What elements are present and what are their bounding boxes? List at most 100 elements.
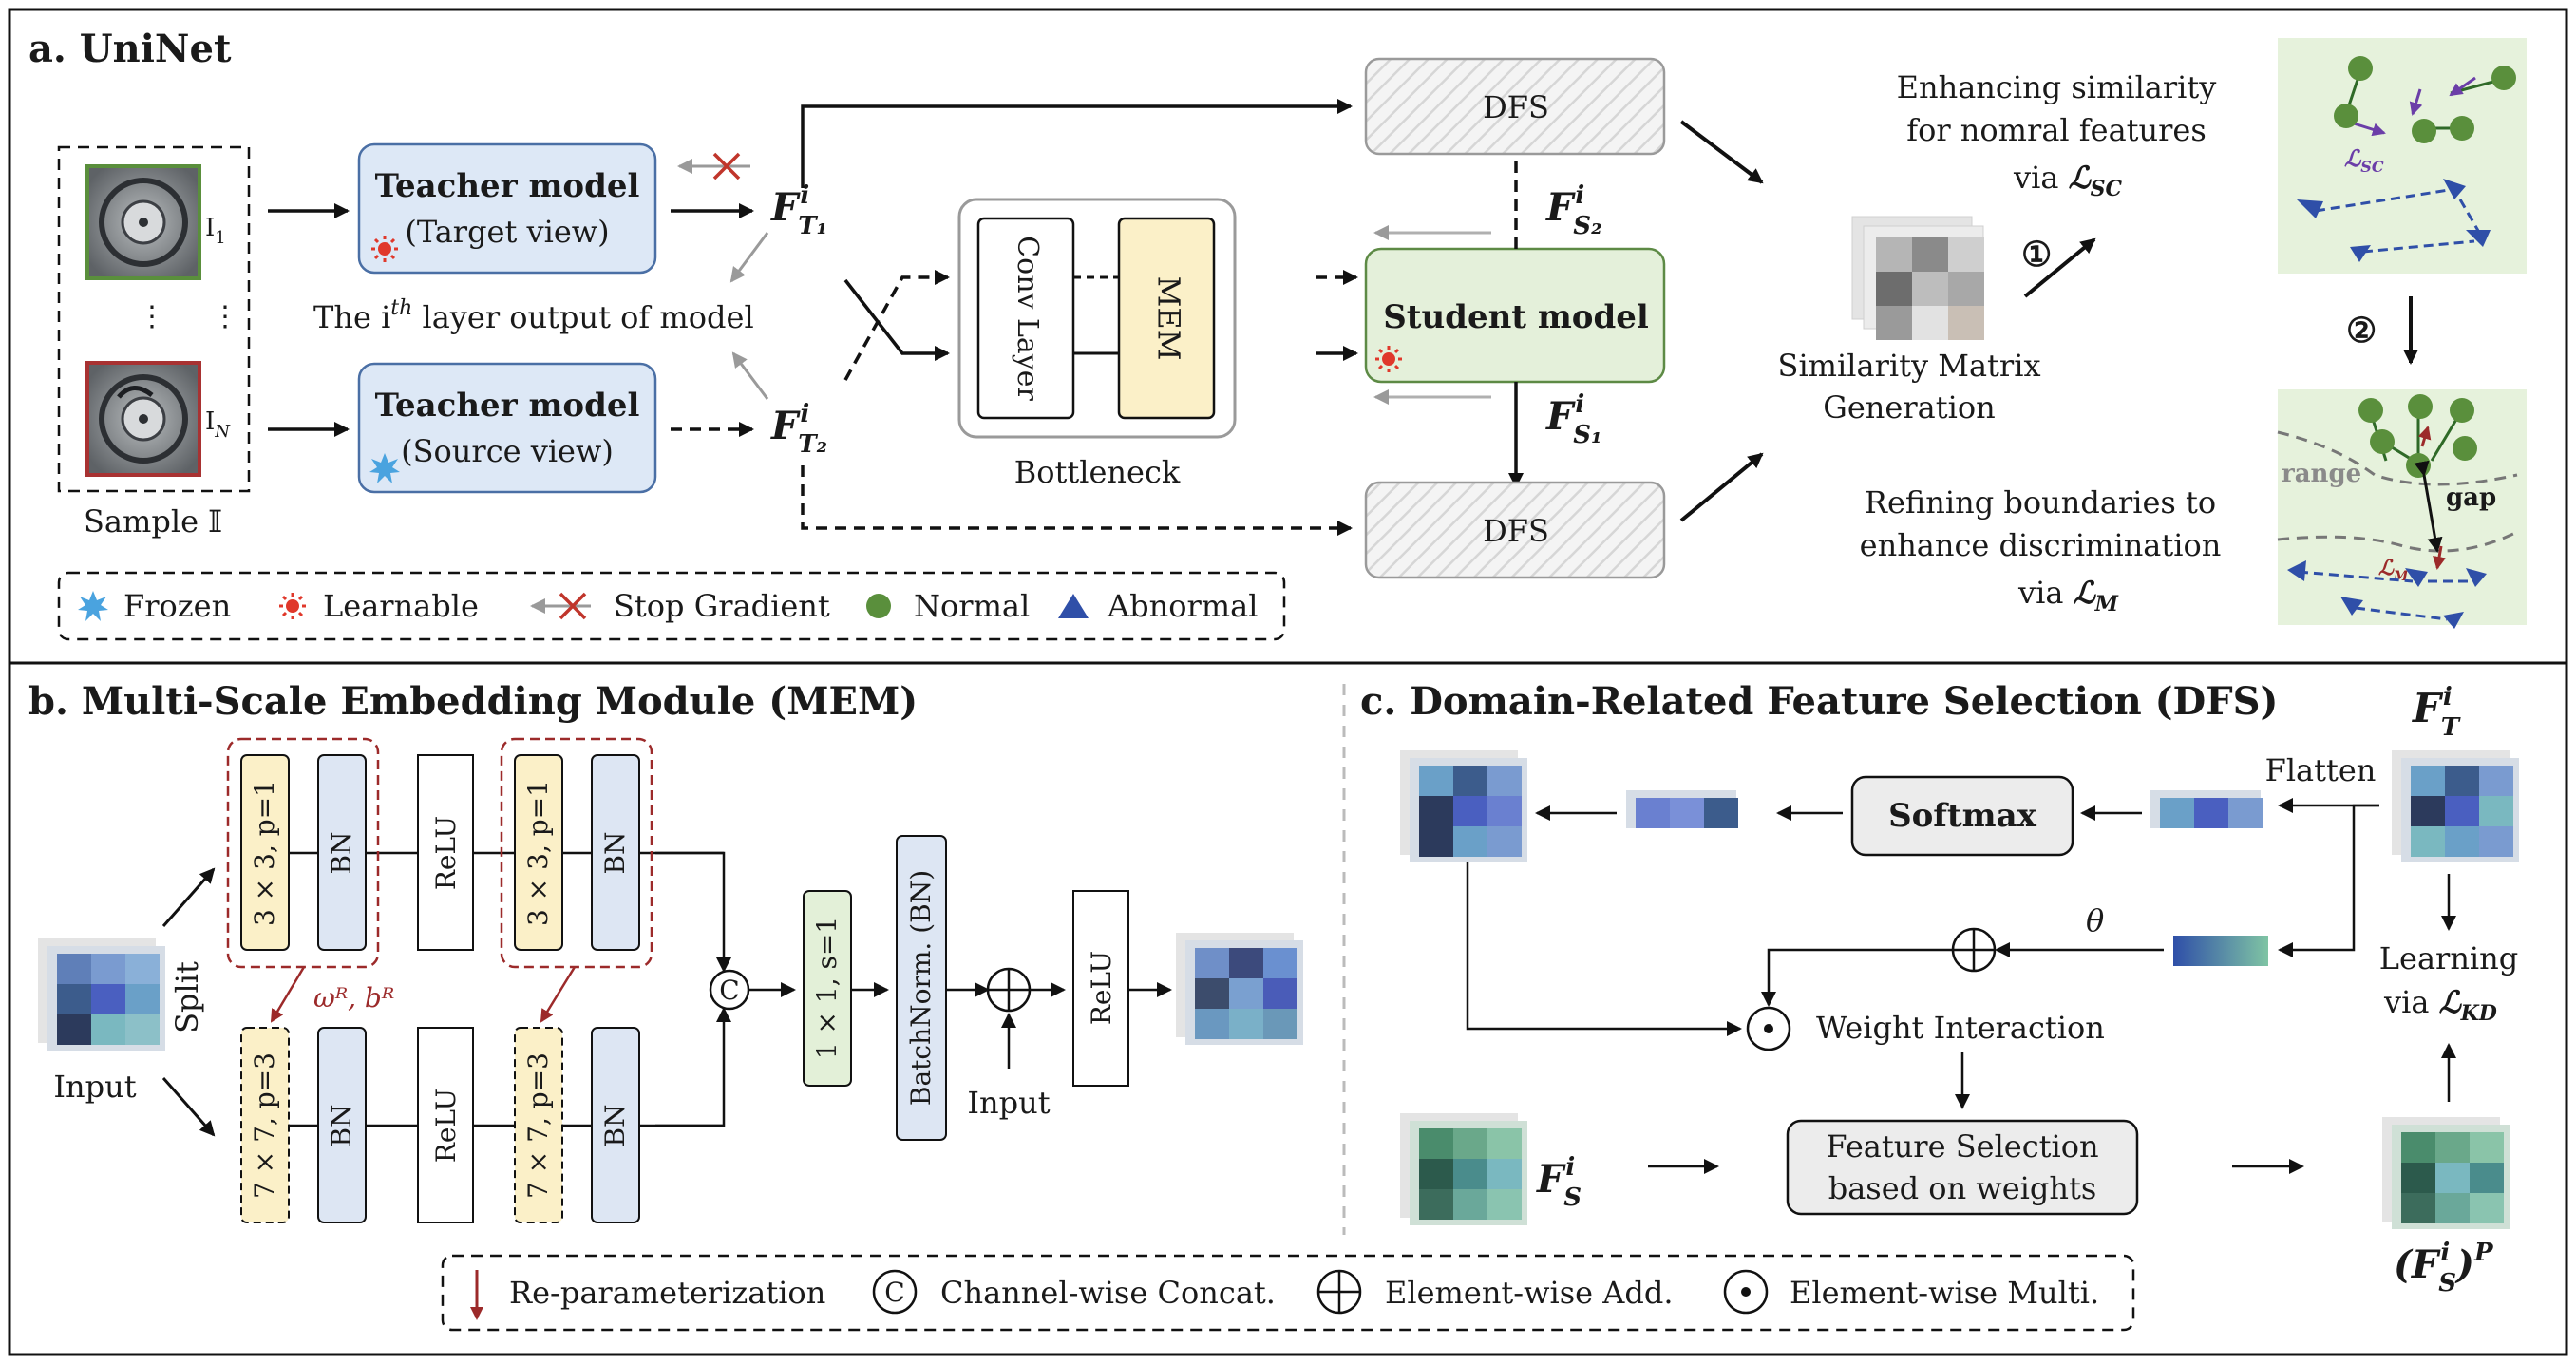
similarity-matrix-icon xyxy=(1851,216,1984,340)
legend-concat: Channel-wise Concat. xyxy=(940,1275,1276,1311)
fs2-label: F xyxy=(1545,185,1576,230)
ft1-sub: T₁ xyxy=(798,212,827,240)
svg-text:range: range xyxy=(2282,460,2361,488)
dfs-top-box xyxy=(1364,57,1666,156)
bn-box-3 xyxy=(317,1027,367,1223)
teacher-source-title: Teacher model xyxy=(375,387,640,425)
learning-line-1: Learning xyxy=(2379,940,2519,976)
mem-output-matrix xyxy=(1176,933,1303,1045)
softmax-label: Softmax xyxy=(1888,797,2037,835)
svg-text:FiS: FiS xyxy=(1536,1153,1582,1212)
enhance-line-2: for nomral features xyxy=(1906,112,2207,148)
svg-text:The ith layer output of model: The ith layer output of model xyxy=(313,296,754,335)
fs2-sup: i xyxy=(1575,181,1584,210)
legend-reparam: Re-parameterization xyxy=(509,1275,825,1311)
arrow-ft2-layer-label xyxy=(731,351,769,400)
add-symbol xyxy=(986,967,1032,1013)
route-ft1-dfs-top xyxy=(801,99,1353,188)
loss-m-sub: M xyxy=(2094,592,2119,616)
fs1-sup: i xyxy=(1575,390,1584,419)
sample-dots-2: ⋮ xyxy=(211,300,239,333)
legend-abnormal-icon xyxy=(1058,594,1089,618)
feature-region-bottom xyxy=(2278,389,2527,625)
teacher-target-box xyxy=(357,142,657,275)
arrow-dfs-bottom-similarity xyxy=(1679,452,1764,522)
refine-line-1: Refining boundaries to xyxy=(1865,484,2216,521)
arrow-split-up xyxy=(161,867,216,927)
feature-selection-line-1: Feature Selection xyxy=(1826,1128,2098,1165)
conv3-box-2 xyxy=(514,754,563,951)
loss-kd-label: ℒ xyxy=(2439,984,2463,1020)
fs1-sub: S₁ xyxy=(1573,421,1601,449)
dfs-bottom-box xyxy=(1364,481,1666,579)
reparam-label: ωᴿ, bᴿ xyxy=(313,982,394,1014)
panel-bc-frame xyxy=(8,661,2568,1356)
legend-bc-box xyxy=(441,1254,2135,1332)
legend-add: Element-wise Add. xyxy=(1385,1275,1674,1311)
stop-gradient-x-icon xyxy=(712,152,741,180)
teacher-source-box xyxy=(357,362,657,494)
legend-stop-gradient-x-icon xyxy=(559,592,587,620)
dfs-ft-matrix xyxy=(2392,750,2519,862)
conv1-box xyxy=(803,890,852,1087)
sample-first-sub: 1 xyxy=(215,228,225,248)
relu-box-1 xyxy=(417,754,474,951)
dfs-ft-label: F xyxy=(2412,685,2444,731)
bn-box-1 xyxy=(317,754,367,951)
theta-label: θ xyxy=(2086,902,2104,938)
arrow-ft-theta xyxy=(2278,804,2379,957)
mem-label: MEM xyxy=(1151,276,1187,361)
step-1: ① xyxy=(2021,235,2052,275)
softmax-box xyxy=(1850,775,2074,857)
sample-label: Sample 𝕀 xyxy=(84,503,222,540)
sample-box xyxy=(57,145,251,493)
legend-multi-icon xyxy=(1723,1269,1769,1315)
sample-first-label: I xyxy=(205,214,215,242)
learnable-icon xyxy=(371,236,398,262)
batchnorm-label: BatchNorm. (BN) xyxy=(905,870,937,1106)
legend-concat-symbol: C xyxy=(884,1277,904,1308)
fsp-close: ) xyxy=(2454,1242,2474,1287)
legend-stop-gradient: Stop Gradient xyxy=(614,588,830,624)
bn-label-1: BN xyxy=(326,831,357,874)
fs-matrix xyxy=(1400,1113,1527,1225)
svg-text:(FiS)P: (FiS)P xyxy=(2394,1239,2494,1298)
arrow-split-down xyxy=(161,1077,216,1137)
ft2-label: F xyxy=(770,404,801,448)
bottleneck-label: Bottleneck xyxy=(1014,454,1181,490)
route-ft2-bottleneck xyxy=(843,270,950,381)
legend-frozen: Frozen xyxy=(123,588,231,624)
route-ft2-dfs-bottom xyxy=(801,465,1353,536)
ft2-sub: T₂ xyxy=(798,430,827,459)
sample-dots-1: ⋮ xyxy=(138,300,166,333)
relu-label-1: ReLU xyxy=(430,816,462,890)
step-2: ② xyxy=(2346,311,2377,350)
legend-normal: Normal xyxy=(914,588,1030,624)
frozen-icon xyxy=(369,453,400,483)
legend-frozen-icon xyxy=(78,591,108,621)
svg-text:I1: I1 xyxy=(205,214,226,248)
legend-normal-icon xyxy=(866,594,891,618)
conv7-box-1 xyxy=(240,1027,290,1223)
mem-box xyxy=(1117,217,1216,420)
theta-vector xyxy=(2173,936,2268,966)
dfs-bottom-label: DFS xyxy=(1483,513,1549,549)
conv3-label-1: 3 × 3, p=1 xyxy=(249,780,280,926)
bn-label-2: BN xyxy=(599,831,631,874)
panel-a-title: a. UniNet xyxy=(28,27,232,71)
arrow-ft1-layer-label xyxy=(729,232,769,283)
dfs-ft-sup: i xyxy=(2443,683,2453,711)
student-model-label: Student model xyxy=(1383,298,1649,336)
legend-multi: Element-wise Multi. xyxy=(1790,1275,2099,1311)
feature-region-top xyxy=(2278,38,2527,274)
similarity-label-2: Generation xyxy=(1823,389,1995,426)
relu-box-3 xyxy=(1072,890,1129,1087)
feature-region-bottom-content: range gap ℒM xyxy=(2277,394,2518,629)
conv7-box-2 xyxy=(514,1027,563,1223)
loss-m-label: ℒ xyxy=(2074,575,2097,611)
conv1-label: 1 × 1, s=1 xyxy=(811,917,843,1059)
legend-add-icon xyxy=(1316,1269,1362,1315)
bn-label-3: BN xyxy=(326,1104,357,1146)
